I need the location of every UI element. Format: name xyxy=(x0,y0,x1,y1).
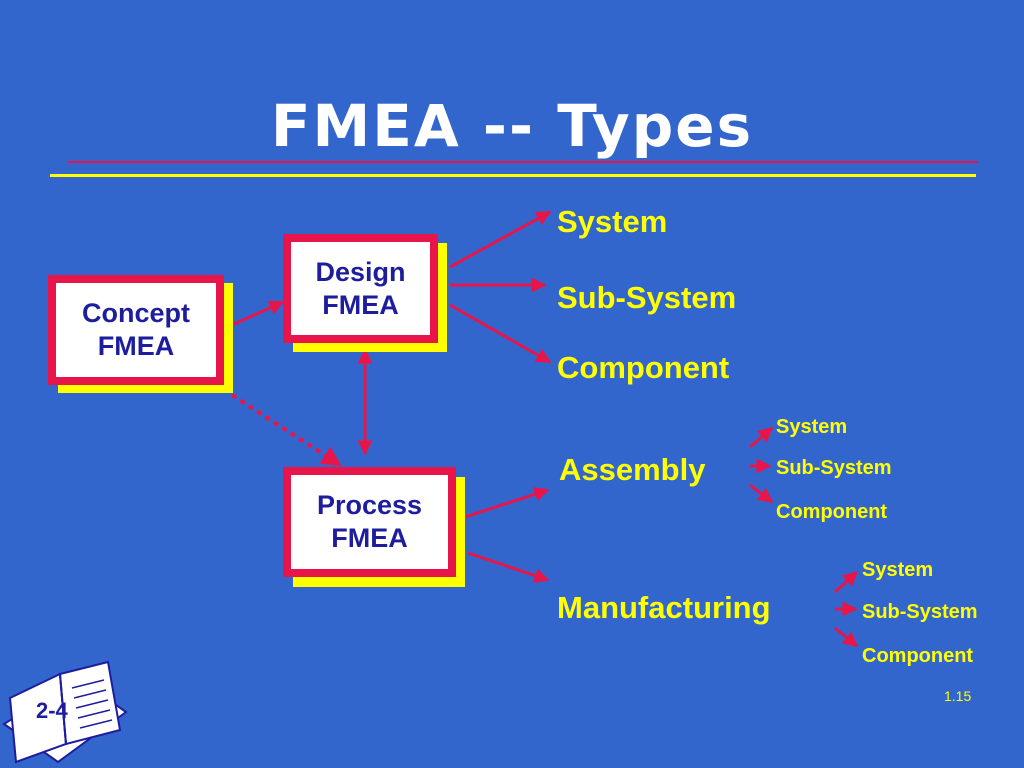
arrow-assembly-to-component xyxy=(749,483,774,504)
process-box-line1: Process xyxy=(316,490,423,520)
slide-title: FMEA -- Types xyxy=(270,92,754,160)
title-underline-red xyxy=(68,161,978,163)
chapter-badge: 2-4 xyxy=(36,698,68,723)
assembly-item-subsystem: Sub-System xyxy=(776,457,892,479)
design-output-component: Component xyxy=(557,350,730,385)
process-box-body: Process FMEA xyxy=(291,475,448,569)
concept-box-body: Concept FMEA xyxy=(56,283,216,377)
concept-box-line1: Concept xyxy=(82,298,190,328)
assembly-item-system: System xyxy=(776,416,848,438)
book-icon xyxy=(2,660,128,764)
manufacturing-label: Manufacturing xyxy=(557,590,771,625)
title-underline-yellow xyxy=(50,174,976,177)
arrow-design-to-system xyxy=(449,210,552,269)
assembly-item-component: Component xyxy=(776,501,888,523)
arrow-concept-to-process xyxy=(230,393,342,467)
manufacturing-item-subsystem: Sub-System xyxy=(862,601,978,623)
arrow-process-to-assembly xyxy=(464,487,550,519)
manufacturing-item-system: System xyxy=(862,559,934,581)
slide-number: 1.15 xyxy=(944,688,972,704)
assembly-label: Assembly xyxy=(559,452,706,487)
arrow-concept-to-design xyxy=(231,300,285,327)
design-box-body: Design FMEA xyxy=(291,242,430,335)
concept-box-line2: FMEA xyxy=(97,331,175,361)
design-output-system: System xyxy=(557,204,668,239)
design-output-subsystem: Sub-System xyxy=(557,280,737,315)
arrow-manufacturing-to-system xyxy=(833,570,859,594)
manufacturing-item-component: Component xyxy=(862,645,974,667)
arrow-process-to-manufacturing xyxy=(467,551,550,583)
process-box-line2: FMEA xyxy=(331,523,408,553)
arrow-manufacturing-to-component xyxy=(834,626,859,648)
arrow-assembly-to-system xyxy=(749,426,774,449)
arrow-design-to-component xyxy=(449,303,552,364)
design-box-line2: FMEA xyxy=(322,289,399,320)
design-box-line1: Design xyxy=(315,256,406,287)
